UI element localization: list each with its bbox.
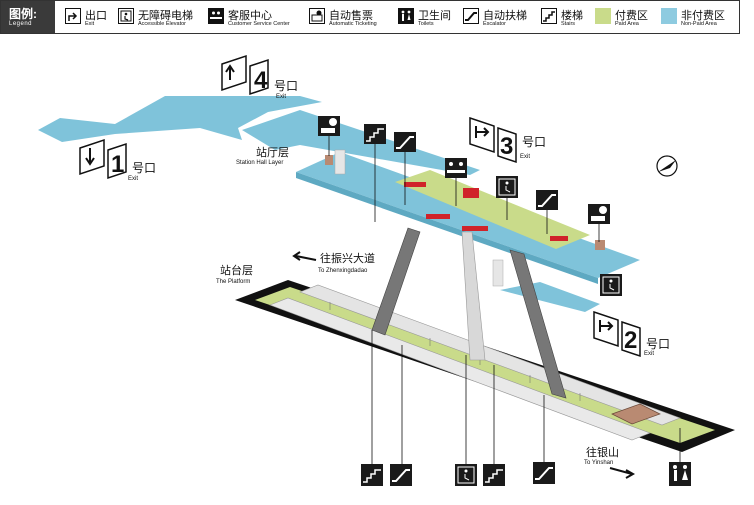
exit-4-marker[interactable]: 4 号口 Exit bbox=[221, 54, 298, 100]
platform-rooms bbox=[611, 403, 661, 425]
service-center-sign bbox=[463, 188, 479, 198]
exit3-corridor bbox=[242, 110, 480, 175]
exit-icon bbox=[65, 8, 81, 24]
legend-label-en: Toilets bbox=[418, 21, 434, 27]
legend-label: 自动售票 bbox=[329, 10, 373, 22]
platform-level-label-en: The Platform bbox=[216, 279, 250, 285]
legend-title: 图例: Legend bbox=[1, 1, 55, 33]
legend-label: 无障碍电梯 bbox=[138, 10, 193, 22]
escalator-icon bbox=[463, 8, 479, 24]
exit-number: 4 bbox=[254, 67, 268, 94]
exit-number: 3 bbox=[500, 133, 513, 160]
elevator-icon bbox=[496, 176, 518, 198]
customer-service-icon bbox=[445, 158, 467, 178]
exit-3-marker[interactable]: 3 号口 Exit bbox=[469, 116, 546, 164]
train-lower bbox=[269, 297, 651, 441]
elevator-icon bbox=[600, 274, 622, 296]
direction-east-zh: 往银山 bbox=[586, 445, 619, 459]
exit-label-zh: 号口 bbox=[274, 79, 298, 93]
legend-title-zh: 图例: bbox=[9, 7, 37, 21]
legend-label-en: Paid Area bbox=[615, 21, 639, 27]
non-paid-area-swatch bbox=[661, 8, 677, 24]
hall-level bbox=[38, 96, 640, 399]
platform-level bbox=[235, 280, 735, 452]
direction-east: 往银山 To Yinshan bbox=[584, 445, 636, 479]
exit-icon bbox=[79, 138, 105, 176]
toilet-icon bbox=[669, 462, 691, 486]
hall-paid-area bbox=[395, 170, 590, 249]
direction-west-zh: 往振兴大道 bbox=[320, 251, 375, 265]
exit-icon bbox=[469, 116, 495, 154]
elevator-icon bbox=[455, 464, 477, 486]
legend-label: 自动扶梯 bbox=[483, 10, 527, 22]
exit-label-zh: 号口 bbox=[646, 337, 670, 351]
legend-label-en: Automatic Ticketing bbox=[329, 21, 377, 27]
compass-icon bbox=[656, 155, 678, 177]
direction-west-en: To Zhenxingdadao bbox=[318, 268, 368, 274]
exit-label-en: Exit bbox=[520, 154, 530, 160]
exit-label-en: Exit bbox=[644, 351, 654, 357]
legend: 图例: Legend 出口 Exit 无障碍电梯 Accessible Elev… bbox=[0, 0, 740, 34]
exit-1-marker[interactable]: 1 号口 Exit bbox=[79, 138, 156, 182]
paid-area-swatch bbox=[595, 8, 611, 24]
ticket-machine-icon bbox=[309, 8, 325, 24]
exit-icon bbox=[593, 310, 619, 348]
exit-number: 2 bbox=[624, 327, 637, 354]
customer-service-icon bbox=[208, 8, 224, 24]
exit-label-en: Exit bbox=[276, 94, 286, 100]
legend-label-en: Customer Service Center bbox=[228, 21, 290, 27]
legend-label-en: Accessible Elevator bbox=[138, 21, 186, 27]
exit2-corridor bbox=[500, 282, 600, 312]
legend-title-en: Legend bbox=[9, 21, 33, 27]
legend-label: 客服中心 bbox=[228, 10, 272, 22]
direction-east-en: To Yinshan bbox=[584, 460, 613, 466]
hall-icons bbox=[318, 116, 622, 296]
legend-label: 卫生间 bbox=[418, 10, 451, 22]
elevator-shaft bbox=[461, 231, 486, 361]
exit-label-zh: 号口 bbox=[132, 161, 156, 175]
exit-icon bbox=[221, 54, 247, 92]
hall-level-label-zh: 站厅层 bbox=[256, 145, 289, 159]
train-upper bbox=[299, 284, 681, 426]
direction-west: 往振兴大道 To Zhenxingdadao bbox=[292, 251, 375, 274]
arrow-left-icon bbox=[292, 251, 317, 261]
escalator-west bbox=[371, 227, 421, 336]
legend-label-en: Non-Paid Area bbox=[681, 21, 717, 27]
platform-paid-floor bbox=[255, 287, 715, 443]
exit-label-en: Exit bbox=[128, 176, 138, 182]
toilet-icon bbox=[398, 8, 414, 24]
escalator-east bbox=[509, 249, 567, 399]
exit-number: 1 bbox=[111, 151, 124, 178]
legend-label: 出口 bbox=[85, 10, 107, 22]
platform-level-label-zh: 站台层 bbox=[220, 263, 253, 277]
legend-label-en: Stairs bbox=[561, 21, 576, 27]
legend-label: 非付费区 bbox=[681, 10, 725, 22]
legend-label: 付费区 bbox=[615, 10, 648, 22]
legend-label-en: Exit bbox=[85, 21, 95, 27]
fare-gates bbox=[404, 182, 568, 241]
exit4-corridor bbox=[38, 96, 322, 142]
legend-label-en: Escalator bbox=[483, 21, 506, 27]
legend-label: 楼梯 bbox=[561, 10, 583, 22]
arrow-right-icon bbox=[609, 467, 636, 479]
stairs-icon bbox=[541, 8, 557, 24]
platform-icons bbox=[361, 330, 691, 486]
exit-2-marker[interactable]: 2 号口 Exit bbox=[593, 310, 670, 358]
exit-label-zh: 号口 bbox=[522, 135, 546, 149]
elevator-icon bbox=[118, 8, 134, 24]
hall-level-label-en: Station Hall Layer bbox=[236, 160, 283, 166]
